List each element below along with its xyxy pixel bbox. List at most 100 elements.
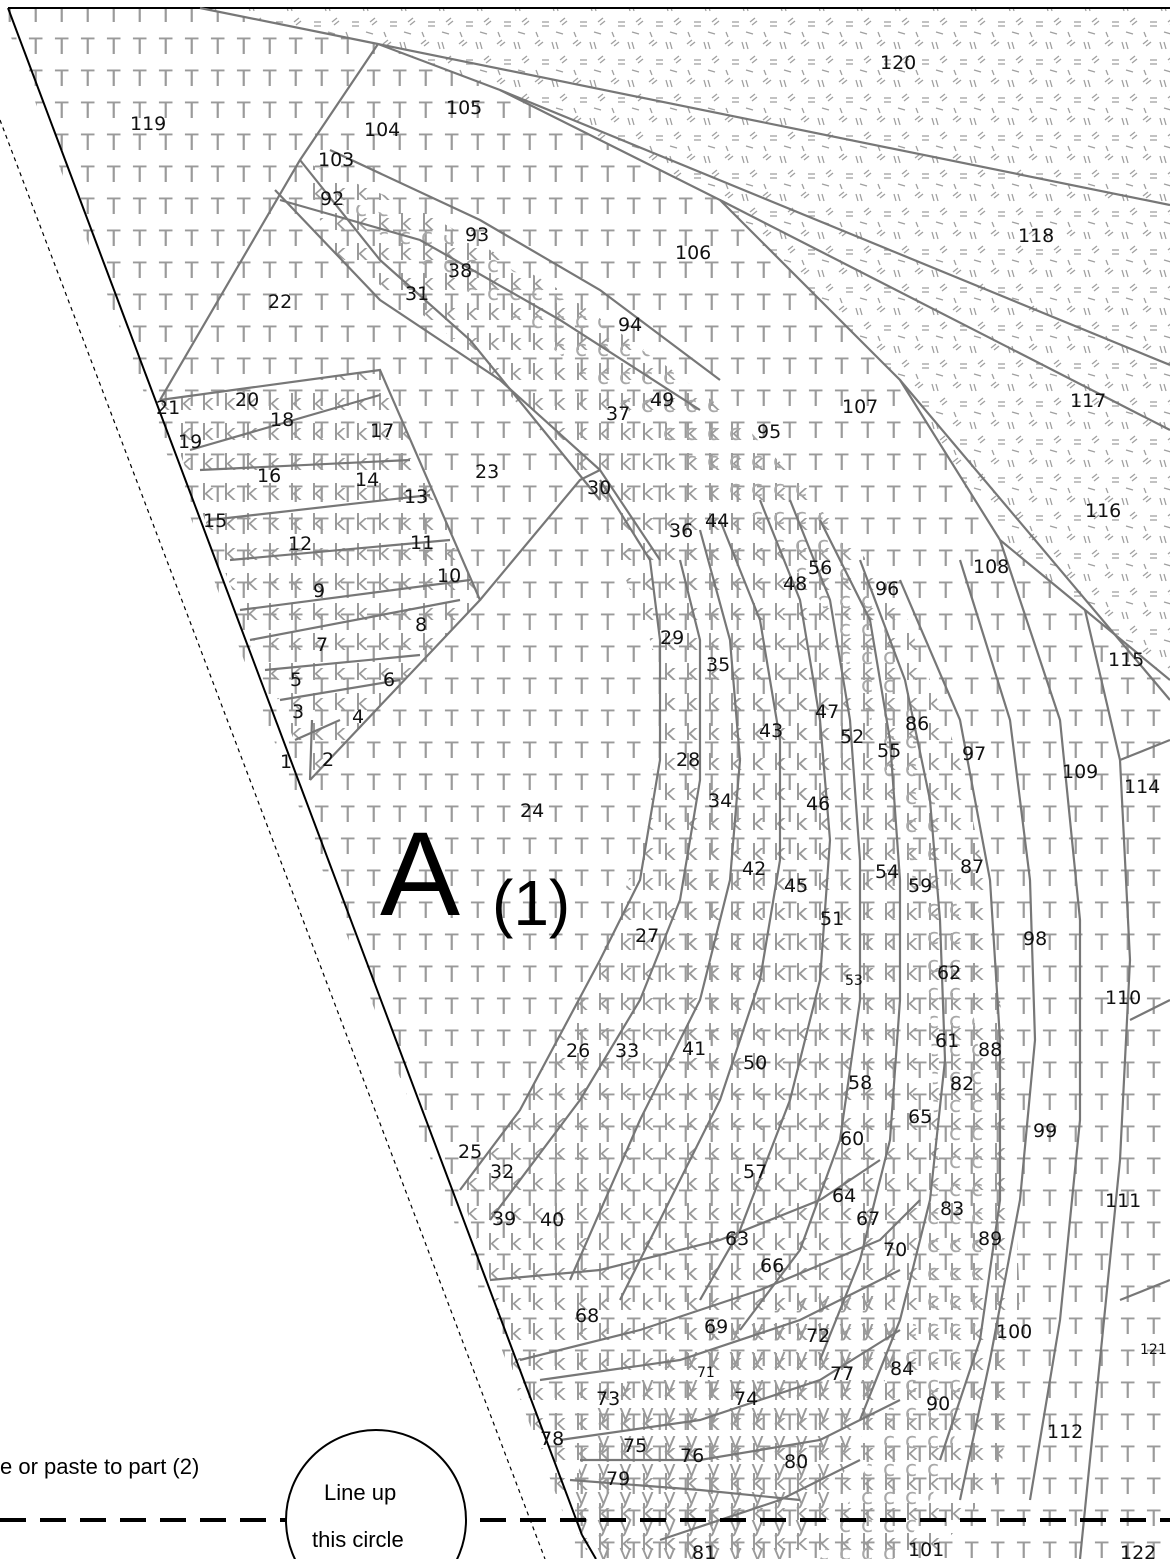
svg-text:31: 31 <box>405 283 429 305</box>
svg-text:51: 51 <box>820 908 844 930</box>
svg-text:23: 23 <box>475 461 499 483</box>
svg-text:64: 64 <box>832 1185 856 1207</box>
svg-text:20: 20 <box>235 389 259 411</box>
svg-text:115: 115 <box>1108 649 1144 671</box>
svg-text:26: 26 <box>566 1040 590 1062</box>
svg-text:116: 116 <box>1085 500 1121 522</box>
svg-text:6: 6 <box>383 669 395 691</box>
svg-text:122: 122 <box>1120 1542 1156 1559</box>
svg-text:25: 25 <box>458 1141 482 1163</box>
svg-text:41: 41 <box>682 1038 706 1060</box>
pattern-label: A (1) <box>380 807 570 941</box>
svg-text:60: 60 <box>840 1128 864 1150</box>
svg-text:110: 110 <box>1105 987 1141 1009</box>
svg-text:30: 30 <box>587 477 611 499</box>
svg-text:88: 88 <box>978 1039 1002 1061</box>
svg-text:105: 105 <box>446 97 482 119</box>
svg-text:11: 11 <box>410 532 434 554</box>
svg-text:37: 37 <box>606 403 630 425</box>
svg-text:57: 57 <box>743 1161 767 1183</box>
svg-text:14: 14 <box>355 469 379 491</box>
svg-text:73: 73 <box>596 1388 620 1410</box>
svg-text:61: 61 <box>935 1030 959 1052</box>
svg-text:27: 27 <box>635 925 659 947</box>
svg-text:83: 83 <box>940 1198 964 1220</box>
svg-text:71: 71 <box>697 1365 715 1381</box>
svg-text:93: 93 <box>465 224 489 246</box>
svg-text:82: 82 <box>950 1073 974 1095</box>
svg-text:119: 119 <box>130 113 166 135</box>
svg-text:55: 55 <box>877 740 901 762</box>
region-120-118-117-116 <box>200 8 1170 680</box>
svg-text:86: 86 <box>905 713 929 735</box>
svg-text:54: 54 <box>875 861 899 883</box>
svg-text:62: 62 <box>937 962 961 984</box>
svg-text:92: 92 <box>320 188 344 210</box>
region-light <box>330 195 985 1559</box>
region-dark-inner <box>560 470 885 1559</box>
svg-text:13: 13 <box>404 486 428 508</box>
svg-text:78: 78 <box>540 1428 564 1450</box>
svg-text:103: 103 <box>318 149 354 171</box>
svg-text:74: 74 <box>734 1388 758 1410</box>
svg-text:79: 79 <box>606 1468 630 1490</box>
svg-text:98: 98 <box>1023 928 1047 950</box>
svg-text:65: 65 <box>908 1106 932 1128</box>
svg-text:12: 12 <box>288 533 312 555</box>
svg-text:39: 39 <box>492 1208 516 1230</box>
svg-text:80: 80 <box>784 1451 808 1473</box>
svg-text:106: 106 <box>675 242 711 264</box>
svg-text:53: 53 <box>845 973 863 989</box>
svg-text:3: 3 <box>292 701 304 723</box>
svg-text:108: 108 <box>973 556 1009 578</box>
svg-text:99: 99 <box>1033 1120 1057 1142</box>
svg-text:47: 47 <box>815 701 839 723</box>
svg-text:69: 69 <box>704 1316 728 1338</box>
svg-text:44: 44 <box>705 510 729 532</box>
svg-text:52: 52 <box>840 726 864 748</box>
svg-text:48: 48 <box>783 573 807 595</box>
svg-text:28: 28 <box>676 749 700 771</box>
svg-text:Line up: Line up <box>324 1480 396 1505</box>
svg-text:63: 63 <box>725 1228 749 1250</box>
svg-text:5: 5 <box>290 669 302 691</box>
svg-text:101: 101 <box>908 1539 944 1559</box>
svg-text:100: 100 <box>996 1321 1032 1343</box>
svg-text:33: 33 <box>615 1040 639 1062</box>
svg-text:21: 21 <box>156 397 180 419</box>
svg-text:104: 104 <box>364 119 400 141</box>
svg-text:45: 45 <box>784 875 808 897</box>
svg-text:1: 1 <box>280 751 292 773</box>
svg-text:58: 58 <box>848 1072 872 1094</box>
svg-text:9: 9 <box>313 580 325 602</box>
svg-text:70: 70 <box>883 1239 907 1261</box>
page-margin-left <box>0 8 580 1559</box>
svg-text:15: 15 <box>203 510 227 532</box>
svg-text:96: 96 <box>875 578 899 600</box>
svg-text:4: 4 <box>352 706 364 728</box>
svg-text:42: 42 <box>742 858 766 880</box>
svg-text:111: 111 <box>1105 1190 1141 1212</box>
svg-text:50: 50 <box>743 1052 767 1074</box>
svg-text:19: 19 <box>178 431 202 453</box>
svg-text:66: 66 <box>760 1255 784 1277</box>
svg-text:43: 43 <box>759 720 783 742</box>
svg-text:76: 76 <box>680 1445 704 1467</box>
svg-text:18: 18 <box>270 409 294 431</box>
svg-text:81: 81 <box>692 1542 716 1559</box>
svg-text:87: 87 <box>960 856 984 878</box>
svg-text:59: 59 <box>908 875 932 897</box>
svg-text:16: 16 <box>257 465 281 487</box>
page-margin-top <box>0 0 1170 8</box>
svg-text:24: 24 <box>520 800 544 822</box>
svg-text:A: A <box>380 807 460 941</box>
svg-text:121: 121 <box>1140 1342 1167 1358</box>
svg-text:75: 75 <box>623 1435 647 1457</box>
svg-text:114: 114 <box>1124 776 1160 798</box>
svg-text:22: 22 <box>268 291 292 313</box>
svg-text:84: 84 <box>890 1358 914 1380</box>
svg-text:77: 77 <box>830 1363 854 1385</box>
svg-text:34: 34 <box>708 790 732 812</box>
svg-text:7: 7 <box>316 634 328 656</box>
